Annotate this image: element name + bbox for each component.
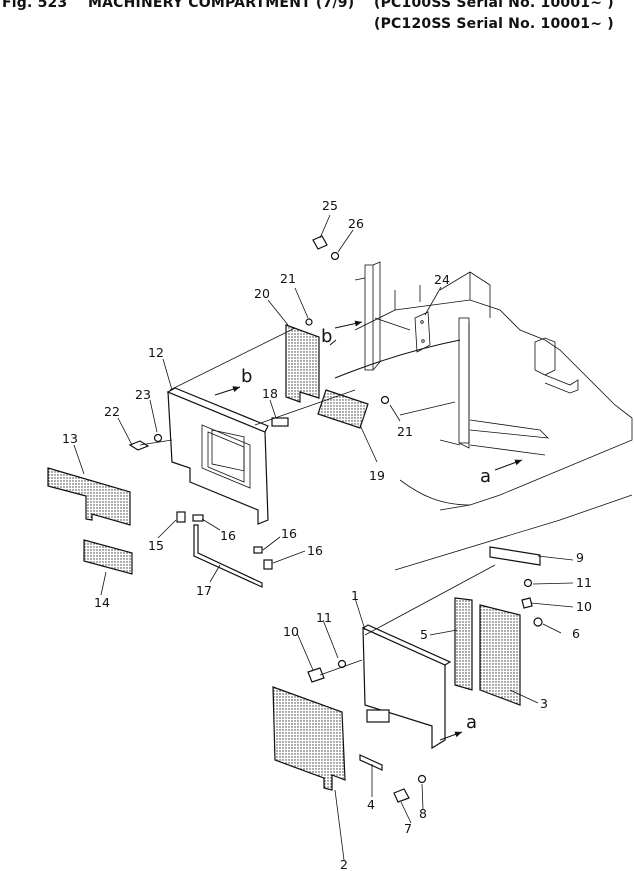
figure-number: Fig. 523	[2, 0, 68, 11]
view-arrow-b-lower: b	[321, 326, 332, 347]
leader-lines	[139, 317, 496, 676]
machine-frame	[329, 261, 633, 571]
callout-10-left: 10	[283, 624, 299, 639]
callout-24: 24	[434, 272, 450, 287]
callout-14: 14	[94, 595, 110, 610]
callout-11-right: 11	[576, 575, 592, 590]
callout-4: 4	[367, 797, 375, 812]
callout-23: 23	[135, 387, 151, 402]
lower-panel-1	[361, 624, 452, 750]
view-arrow-b-upper: b	[241, 366, 252, 387]
callout-9: 9	[576, 550, 584, 565]
callout-10-right: 10	[576, 599, 592, 614]
side-panel-12	[166, 387, 269, 525]
serial-range-pc100ss: (PC100SS Serial No. 10001~ )	[374, 0, 614, 11]
callout-26: 26	[348, 216, 364, 231]
callout-13: 13	[62, 431, 78, 446]
callout-12: 12	[148, 345, 164, 360]
view-arrows: b b a a	[214, 320, 523, 741]
callout-17: 17	[196, 583, 212, 598]
callout-3: 3	[540, 696, 548, 711]
callout-numbers: 25 26 21 20 24 12 23 18 22 13 19 21 15 1…	[62, 198, 592, 871]
view-arrow-a-lower: a	[466, 712, 477, 733]
callout-7: 7	[404, 821, 412, 836]
callout-1: 1	[351, 588, 359, 603]
callout-21-lower: 21	[397, 424, 413, 439]
callout-21-upper: 21	[280, 271, 296, 286]
callout-16-b: 16	[281, 526, 297, 541]
callout-15: 15	[148, 538, 164, 553]
callout-22: 22	[104, 404, 120, 419]
callout-leaders	[73, 214, 574, 861]
pads	[47, 324, 521, 791]
callout-25: 25	[322, 198, 338, 213]
callout-8: 8	[419, 806, 427, 821]
view-arrow-a-upper: a	[480, 466, 491, 487]
callout-5: 5	[420, 627, 428, 642]
callout-16-c: 16	[307, 543, 323, 558]
figure-title: MACHINERY COMPARTMENT (7/9)	[88, 0, 355, 11]
callout-20: 20	[254, 286, 270, 301]
callout-16-a: 16	[220, 528, 236, 543]
callout-6: 6	[572, 626, 580, 641]
callout-11-left: 11	[316, 610, 332, 625]
callout-19: 19	[369, 468, 385, 483]
serial-range-pc120ss: (PC120SS Serial No. 10001~ )	[374, 16, 614, 32]
callout-2: 2	[340, 857, 348, 871]
small-parts	[128, 235, 543, 803]
callout-18: 18	[262, 386, 278, 401]
